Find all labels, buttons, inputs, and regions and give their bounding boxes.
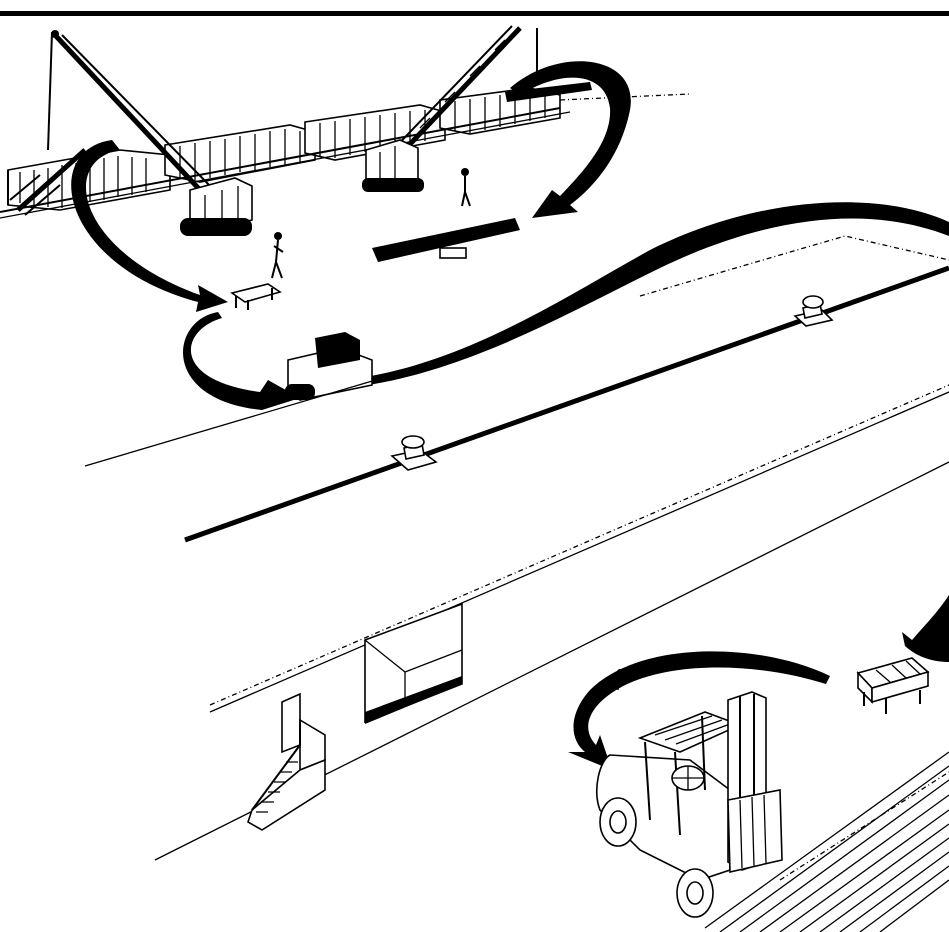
worker: [461, 168, 470, 206]
loading-door: [365, 604, 462, 724]
pallet: [858, 658, 928, 714]
top-border-rule: [0, 11, 949, 16]
pallet: [232, 284, 280, 310]
worker: [272, 232, 283, 278]
forklift: [597, 692, 782, 917]
flow-arrow-incoming: [902, 595, 949, 662]
steel-beam-load: [372, 218, 520, 262]
flatbed-truck: [285, 332, 372, 400]
flow-arrow-pallet-to-forklift: [568, 651, 830, 770]
flow-arrow-pallet-to-truck: [183, 312, 300, 410]
stair: [248, 694, 325, 830]
